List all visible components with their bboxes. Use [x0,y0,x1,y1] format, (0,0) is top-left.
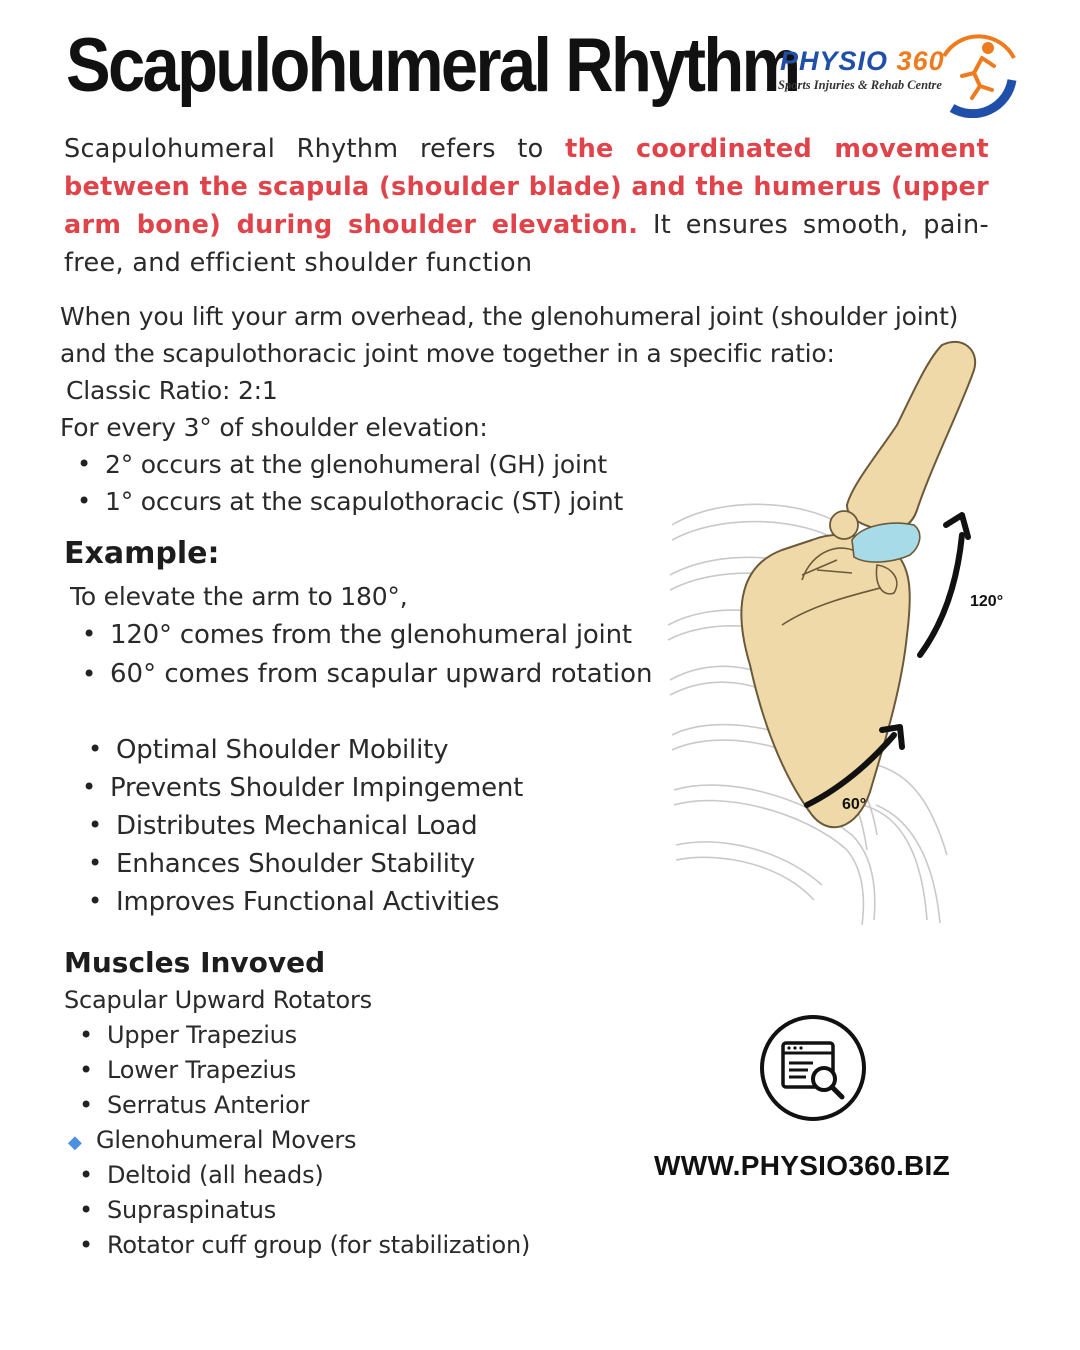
intro-highlight: the coordinated movement between the sca… [64,134,989,240]
shoulder-illustration: 120° 60° [667,340,1003,925]
logo-subtitle: Sports Injuries & Rehab Centre [778,78,942,92]
every-elevation-line: For every 3° of shoulder elevation: [60,413,488,442]
browser-search-icon [760,1015,866,1121]
muscle-item: Rotator cuff group (for stabilization) [79,1231,530,1259]
example-bullet-st-text: 60° comes from scapular upward rotation [110,659,652,689]
logo-wordmark: PHYSIO 360 [780,46,945,77]
muscle-group-2-title: Glenohumeral Movers [96,1126,357,1154]
muscle-item: Upper Trapezius [79,1021,297,1049]
ratio-line-2: and the scapulothoracic joint move toget… [60,339,835,368]
runner-icon [942,34,1017,118]
gh-angle-label: 120° [970,593,1003,610]
example-intro: To elevate the arm to 180°, [70,582,408,611]
muscle-item: Lower Trapezius [79,1056,296,1084]
muscle-item: Deltoid (all heads) [79,1161,324,1189]
gh-rotation-arrow [917,532,965,658]
humerus-bone [845,340,977,532]
classic-ratio: Classic Ratio: 2:1 [66,376,278,405]
intro-paragraph: Scapulohumeral Rhythm refers to the coor… [64,130,989,282]
logo-brand-number: 360 [896,46,945,76]
benefit-item: Prevents Shoulder Impingement [82,773,523,803]
page-title: Scapulohumeral Rhythm [66,23,801,108]
benefit-item: Distributes Mechanical Load [88,811,478,841]
st-rotation-arrow [804,732,897,808]
joint-cartilage [851,522,921,563]
website-link[interactable]: WWW.PHYSIO360.BIZ [654,1150,951,1181]
example-bullet-gh: 120° comes from the glenohumeral joint [82,620,632,650]
scapula-bone [740,533,911,829]
muscle-item: Serratus Anterior [79,1091,310,1119]
example-heading: Example: [64,536,220,571]
ratio-line-1: When you lift your arm overhead, the gle… [60,302,959,331]
example-bullet-st: 60° comes from scapular upward rotation [110,655,653,693]
logo-brand-word: PHYSIO [780,46,889,76]
benefit-item: Enhances Shoulder Stability [88,849,475,879]
diamond-bullet-icon: ◆ [68,1132,82,1153]
brand-logo: PHYSIO 360 Sports Injuries & Rehab Centr… [772,18,1022,118]
st-angle-label: 60° [842,796,866,813]
ratio-bullet-gh: 2° occurs at the glenohumeral (GH) joint [77,450,607,479]
muscles-heading: Muscles Invoved [64,946,326,979]
benefit-item: Optimal Shoulder Mobility [88,735,449,765]
ratio-bullet-st: 1° occurs at the scapulothoracic (ST) jo… [77,487,623,516]
intro-part-2: It ensures smooth, pain-free, and effici… [64,210,989,278]
muscle-group-title: Scapular Upward Rotators [64,986,372,1014]
benefit-item: Improves Functional Activities [88,887,500,917]
intro-part-1: Scapulohumeral Rhythm refers to [64,134,566,164]
muscle-group-title: ◆ Glenohumeral Movers [68,1126,357,1154]
muscle-item: Supraspinatus [79,1196,276,1224]
